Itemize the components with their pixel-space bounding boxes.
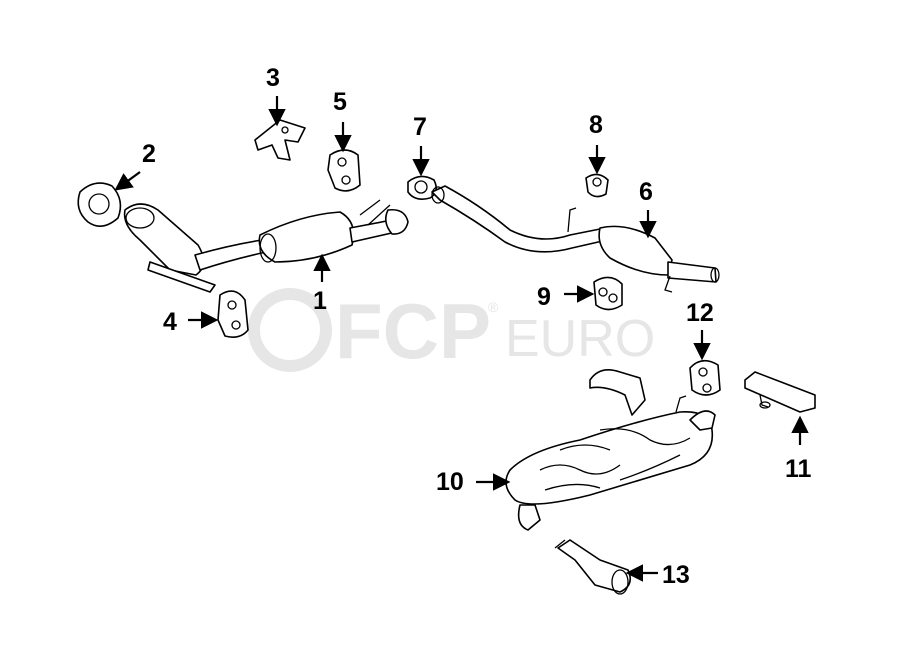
part-8-hanger[interactable] — [585, 173, 609, 198]
callout-4[interactable]: 4 — [163, 308, 177, 336]
part-3-bracket[interactable] — [254, 119, 306, 161]
part-4-hanger[interactable] — [217, 290, 249, 338]
part-10-muffler[interactable] — [505, 369, 716, 531]
callout-2[interactable]: 2 — [142, 140, 156, 168]
callout-10[interactable]: 10 — [436, 468, 464, 496]
callout-13[interactable]: 13 — [662, 561, 690, 589]
callout-5[interactable]: 5 — [333, 88, 347, 116]
callout-1[interactable]: 1 — [313, 287, 327, 315]
callout-9[interactable]: 9 — [537, 283, 551, 311]
callout-7[interactable]: 7 — [413, 113, 427, 141]
callout-11[interactable]: 11 — [785, 455, 812, 483]
callout-12[interactable]: 12 — [686, 299, 714, 327]
part-11-bracket[interactable] — [744, 371, 816, 413]
part-1-catalytic-converter[interactable] — [123, 199, 409, 293]
part-2-gasket[interactable] — [77, 182, 122, 227]
part-5-hanger[interactable] — [327, 149, 361, 192]
part-13-tail-pipe-tip[interactable] — [554, 539, 631, 595]
callout-6[interactable]: 6 — [639, 178, 653, 206]
watermark-registered: ® — [488, 299, 499, 315]
part-9-hanger[interactable] — [593, 276, 623, 311]
callout-arrows — [114, 96, 809, 582]
watermark-fcp: FCP — [335, 287, 491, 375]
fcp-euro-watermark: FCP ® EURO — [248, 287, 655, 375]
callout-3[interactable]: 3 — [266, 64, 280, 92]
watermark-euro: EURO — [505, 310, 655, 368]
callout-8[interactable]: 8 — [589, 111, 603, 139]
part-6-intermediate-pipe[interactable] — [431, 185, 720, 293]
part-12-hanger[interactable] — [689, 359, 721, 396]
